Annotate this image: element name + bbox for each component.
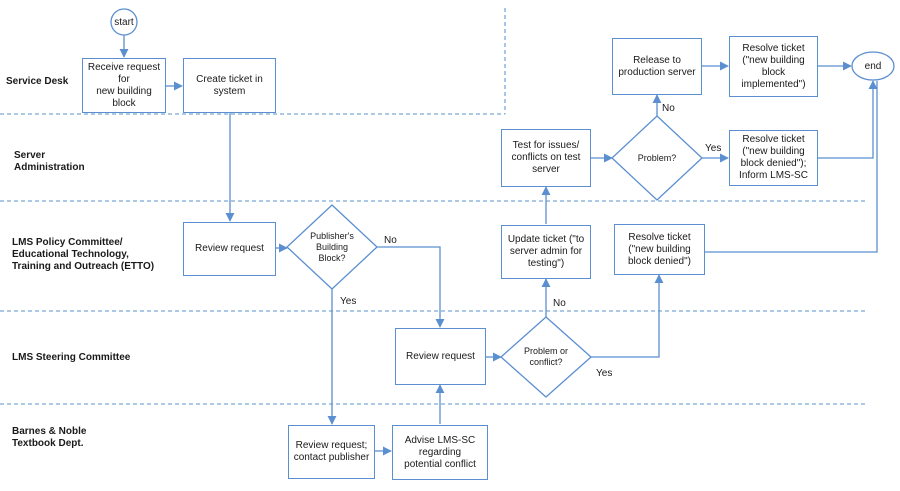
start-label: start: [114, 16, 134, 28]
review-request-steering-box: Review request: [395, 328, 486, 385]
lane-label-barnes-noble: Barnes & Noble Textbook Dept.: [12, 426, 87, 449]
test-issues-box: Test for issues/ conflicts on test serve…: [501, 129, 591, 187]
edge-label-no-publisher: No: [384, 235, 397, 246]
update-ticket-box: Update ticket ("to server admin for test…: [501, 225, 591, 279]
lane-label-lms-steering: LMS Steering Committee: [12, 352, 131, 363]
resolve-denied-box: Resolve ticket ("new building block deni…: [614, 224, 705, 275]
edge-label-no-update: No: [553, 298, 566, 309]
edge-resolve-denied-to-end: [705, 81, 878, 253]
edge-resolve-inform-to-end: [818, 80, 878, 159]
receive-request-box: Receive request for new building block: [82, 58, 166, 113]
problem-conflict-decision-label: Problem or conflict?: [523, 346, 568, 367]
review-contact-publisher-box: Review request; contact publisher: [288, 425, 375, 479]
resolve-denied-inform-box: Resolve ticket ("new building block deni…: [729, 130, 818, 186]
lane-label-server-admin: Server Administration: [14, 150, 85, 173]
end-terminal: [851, 51, 895, 81]
lane-label-lms-policy: LMS Policy Committee/ Educational Techno…: [12, 237, 155, 272]
release-production-box: Release to production server: [612, 38, 702, 95]
problem-conflict-decision-diamond: [500, 316, 592, 398]
review-request-policy-box: Review request: [183, 222, 276, 276]
end-label: end: [864, 60, 882, 72]
edge-label-no-release: No: [662, 103, 675, 114]
edge-label-yes-conflict: Yes: [596, 368, 613, 379]
publishers-block-decision-label: Publisher's Building Block?: [310, 230, 354, 263]
create-ticket-box: Create ticket in system: [183, 58, 276, 113]
connectors: [119, 35, 878, 456]
problem-decision-diamond: [611, 115, 703, 201]
lane-label-service-desk: Service Desk: [6, 76, 69, 87]
edge-label-yes-publisher: Yes: [340, 296, 357, 307]
edge-conflict-yes-to-resolve-denied: [591, 274, 664, 358]
problem-decision-label: Problem?: [637, 152, 677, 163]
edge-publisher-no-to-review-steering: [377, 246, 445, 328]
lane-dividers: [0, 8, 865, 405]
advise-lms-sc-box: Advise LMS-SC regarding potential confli…: [392, 425, 488, 480]
resolve-implemented-box: Resolve ticket ("new building block impl…: [729, 36, 818, 97]
edge-label-yes-resolve-denied: Yes: [705, 143, 722, 154]
